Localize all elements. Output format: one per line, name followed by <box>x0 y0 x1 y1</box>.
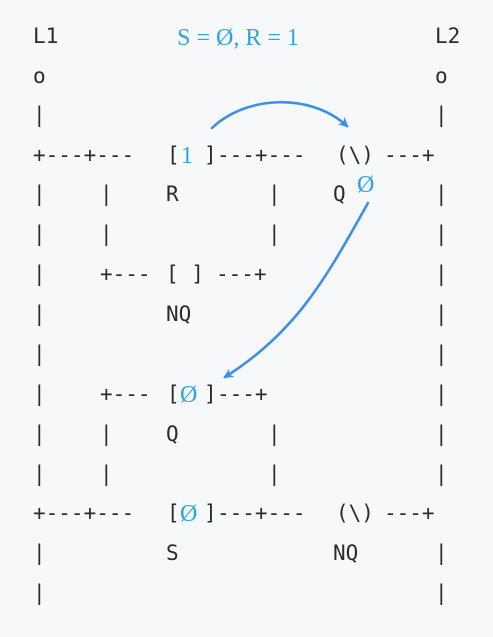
rung2-wire: +---+--- <box>33 501 134 525</box>
left-rail-seg: | <box>33 581 46 606</box>
coil-nq-label: NQ <box>333 541 358 565</box>
left-rail-seg: | <box>33 262 46 287</box>
contact-r-label: R <box>166 182 179 206</box>
left-rail-seg: | <box>33 222 46 247</box>
branch-line: | <box>268 422 281 447</box>
contact-r-bracket-right: ] <box>204 143 217 167</box>
rail-label-l2: L2 <box>435 24 460 48</box>
rung1-wire: ---+ <box>384 143 435 167</box>
contact-r-value: 1 <box>181 143 193 169</box>
rail-terminal-left: o <box>33 64 46 88</box>
left-rail-seg: | <box>33 342 46 367</box>
branch-line: | <box>100 422 113 447</box>
coil-nq-symbol: (\) <box>336 501 374 525</box>
rail-label-l1: L1 <box>33 24 58 48</box>
rail-terminal-right: o <box>435 64 448 88</box>
contact-nq-label: NQ <box>166 302 191 326</box>
contact-q-bracket-left: [ <box>167 382 180 406</box>
right-rail-seg: | <box>435 581 448 606</box>
branch-line: | <box>268 182 281 207</box>
diagram-title: S = Ø, R = 1 <box>177 25 299 51</box>
left-rail-seg: | <box>33 103 46 128</box>
q-branch-wire: ---+ <box>217 382 268 406</box>
contact-s-bracket-left: [ <box>167 501 180 525</box>
branch-line: | <box>100 462 113 487</box>
coil-q-symbol: (\) <box>336 143 374 167</box>
contact-q-value: Ø <box>180 382 197 408</box>
right-rail-seg: | <box>435 382 448 407</box>
right-rail-seg: | <box>435 462 448 487</box>
nq-branch-wire: ---+ <box>216 262 267 286</box>
rung2-wire: ---+--- <box>217 501 306 525</box>
contact-s-label: S <box>166 541 179 565</box>
contact-s-value: Ø <box>180 501 197 527</box>
left-rail-seg: | <box>33 541 46 566</box>
rung1-wire: ---+--- <box>217 143 306 167</box>
right-rail-seg: | <box>435 302 448 327</box>
contact-q-label: Q <box>166 422 179 446</box>
branch-line: | <box>100 182 113 207</box>
right-rail-seg: | <box>435 182 448 207</box>
arrow-q-coil-to-q-contact <box>223 201 370 379</box>
left-rail-seg: | <box>33 302 46 327</box>
branch-line: | <box>268 222 281 247</box>
nq-branch-wire: +--- <box>100 262 151 286</box>
left-rail-seg: | <box>33 182 46 207</box>
contact-s-bracket-right: ] <box>204 501 217 525</box>
coil-q-state: Ø <box>357 172 374 198</box>
right-rail-seg: | <box>435 262 448 287</box>
left-rail-seg: | <box>33 462 46 487</box>
right-rail-seg: | <box>435 422 448 447</box>
rung2-wire: ---+ <box>384 501 435 525</box>
q-branch-wire: +--- <box>100 382 151 406</box>
right-rail-seg: | <box>435 103 448 128</box>
left-rail-seg: | <box>33 382 46 407</box>
contact-nq-symbol: [ ] <box>166 262 204 286</box>
rung1-wire: +---+--- <box>33 143 134 167</box>
right-rail-seg: | <box>435 541 448 566</box>
contact-r-bracket-left: [ <box>167 143 180 167</box>
coil-q-label: Q <box>333 182 346 206</box>
branch-line: | <box>268 462 281 487</box>
right-rail-seg: | <box>435 342 448 367</box>
right-rail-seg: | <box>435 222 448 247</box>
contact-q-bracket-right: ] <box>204 382 217 406</box>
branch-line: | <box>100 222 113 247</box>
arrow-r-to-q-coil <box>210 100 349 130</box>
left-rail-seg: | <box>33 422 46 447</box>
